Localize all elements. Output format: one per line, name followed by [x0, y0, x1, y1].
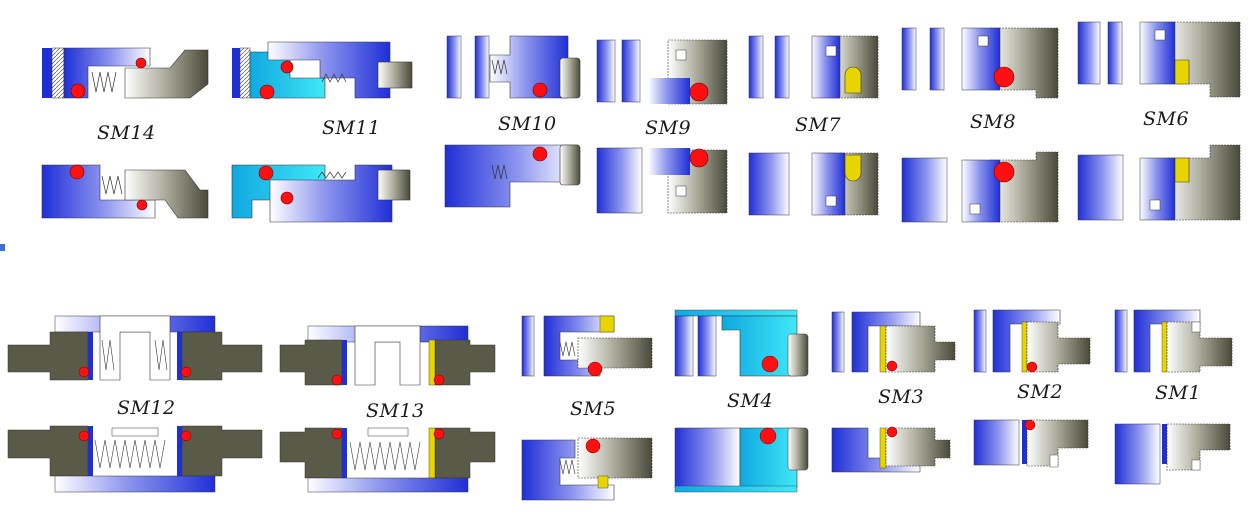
sm6-top	[1077, 21, 1241, 98]
sm14-bottom	[41, 164, 209, 219]
sm2-bottom	[973, 419, 1089, 468]
sm4-bottom	[674, 427, 809, 493]
sm10-bottom	[444, 144, 581, 208]
label-sm3: SM3	[878, 386, 925, 408]
sm2-top	[973, 309, 1091, 373]
label-sm12: SM12	[117, 397, 176, 419]
sm8-top	[901, 27, 1059, 99]
sm7-bottom	[748, 152, 879, 216]
sm9-top	[596, 39, 728, 105]
label-sm4: SM4	[727, 390, 774, 412]
sm4-top	[674, 309, 809, 377]
sm6-bottom	[1077, 144, 1241, 221]
sm14-top	[42, 47, 209, 99]
sm3-bottom	[831, 426, 951, 473]
label-sm14: SM14	[97, 122, 156, 144]
label-sm2: SM2	[1017, 381, 1064, 403]
sm5-top	[521, 315, 653, 377]
sm13-top	[279, 325, 496, 386]
sm1-bottom	[1114, 423, 1231, 485]
label-sm7: SM7	[795, 114, 842, 136]
sm10-top	[446, 35, 581, 99]
sm9-bottom	[596, 147, 728, 214]
sm8-bottom	[901, 151, 1059, 223]
label-sm13: SM13	[366, 400, 425, 422]
label-sm5: SM5	[570, 398, 617, 420]
sm11-bottom	[231, 164, 411, 223]
label-sm10: SM10	[498, 113, 557, 135]
sm5-bottom	[521, 437, 653, 501]
label-sm6: SM6	[1143, 108, 1190, 130]
sm12-top	[7, 315, 263, 381]
label-sm9: SM9	[645, 117, 692, 139]
sm7-top	[748, 35, 879, 99]
label-sm11: SM11	[322, 117, 381, 139]
sm3-top	[831, 311, 956, 373]
sm1-top	[1114, 309, 1233, 373]
sm13-bottom	[279, 427, 496, 493]
label-sm1: SM1	[1155, 382, 1202, 404]
selection-marker	[0, 244, 5, 251]
sm12-bottom	[7, 425, 263, 493]
sm11-top	[232, 41, 413, 100]
label-sm8: SM8	[970, 111, 1017, 133]
